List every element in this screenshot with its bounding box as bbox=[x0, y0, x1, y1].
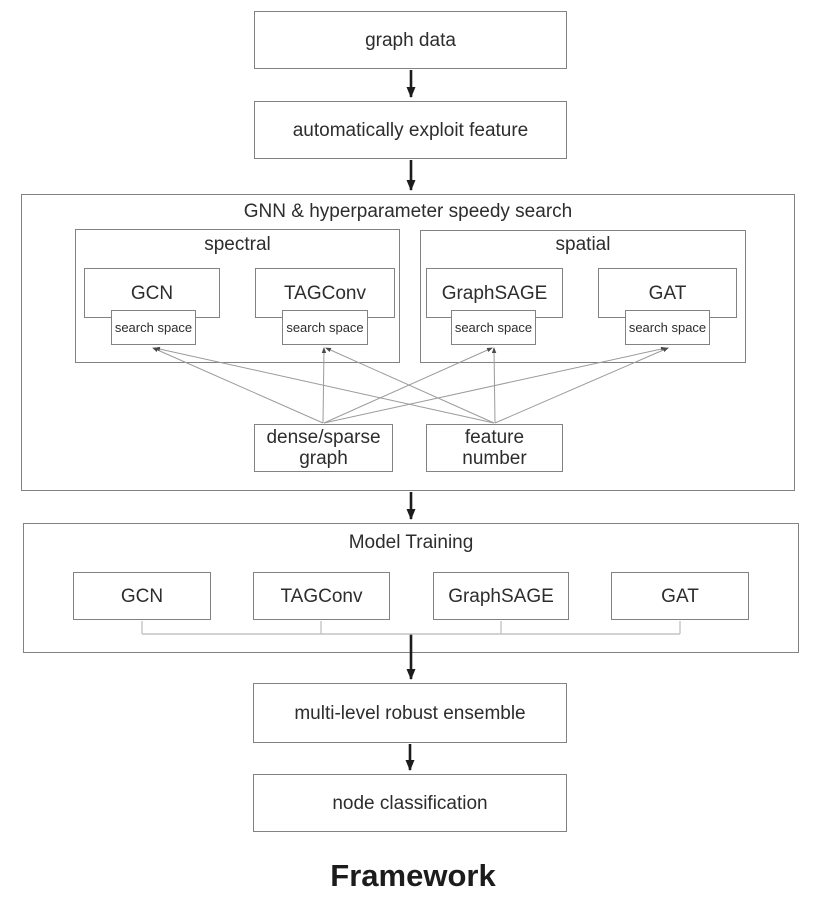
spectral-group-box bbox=[75, 229, 400, 363]
node-node-classification: node classification bbox=[253, 774, 567, 832]
node-feature-number: feature number bbox=[426, 424, 563, 472]
line-densesparse-to-ss-graphsage bbox=[323, 347, 493, 424]
training-model-graphsage: GraphSAGE bbox=[433, 572, 569, 620]
search-space-gat: search space bbox=[625, 310, 710, 345]
node-multilevel-ensemble: multi-level robust ensemble bbox=[253, 683, 567, 743]
gnn-search-section-box bbox=[21, 194, 795, 491]
line-featurenumber-to-ss-tagconv bbox=[325, 347, 495, 424]
line-featurenumber-to-ss-graphsage bbox=[491, 347, 497, 424]
training-merge-connector bbox=[141, 621, 681, 635]
search-model-gat: GAT bbox=[598, 268, 737, 318]
training-model-tagconv: TAGConv bbox=[253, 572, 390, 620]
spatial-group-title: spatial bbox=[555, 234, 611, 255]
hyperparam-lines bbox=[152, 346, 669, 424]
spectral-group-title: spectral bbox=[204, 234, 271, 255]
training-model-gcn: GCN bbox=[73, 572, 211, 620]
search-space-tagconv: search space bbox=[282, 310, 368, 345]
search-space-gcn: search space bbox=[111, 310, 196, 345]
spatial-group-box bbox=[420, 230, 746, 363]
node-graph-data: graph data bbox=[254, 11, 567, 69]
model-training-section-title: Model Training bbox=[348, 532, 474, 553]
line-featurenumber-to-ss-gcn bbox=[154, 346, 495, 424]
search-model-gcn: GCN bbox=[84, 268, 220, 318]
training-model-gat: GAT bbox=[611, 572, 749, 620]
line-featurenumber-to-ss-gat bbox=[494, 347, 669, 424]
search-space-graphsage: search space bbox=[451, 310, 536, 345]
search-model-graphsage: GraphSAGE bbox=[426, 268, 563, 318]
node-dense-sparse-graph: dense/sparse graph bbox=[254, 424, 393, 472]
node-auto-exploit-feature: automatically exploit feature bbox=[254, 101, 567, 159]
line-densesparse-to-ss-gcn bbox=[152, 347, 324, 424]
gnn-search-section-title: GNN & hyperparameter speedy search bbox=[243, 201, 573, 222]
search-model-tagconv: TAGConv bbox=[255, 268, 395, 318]
diagram-caption: Framework bbox=[330, 858, 496, 893]
